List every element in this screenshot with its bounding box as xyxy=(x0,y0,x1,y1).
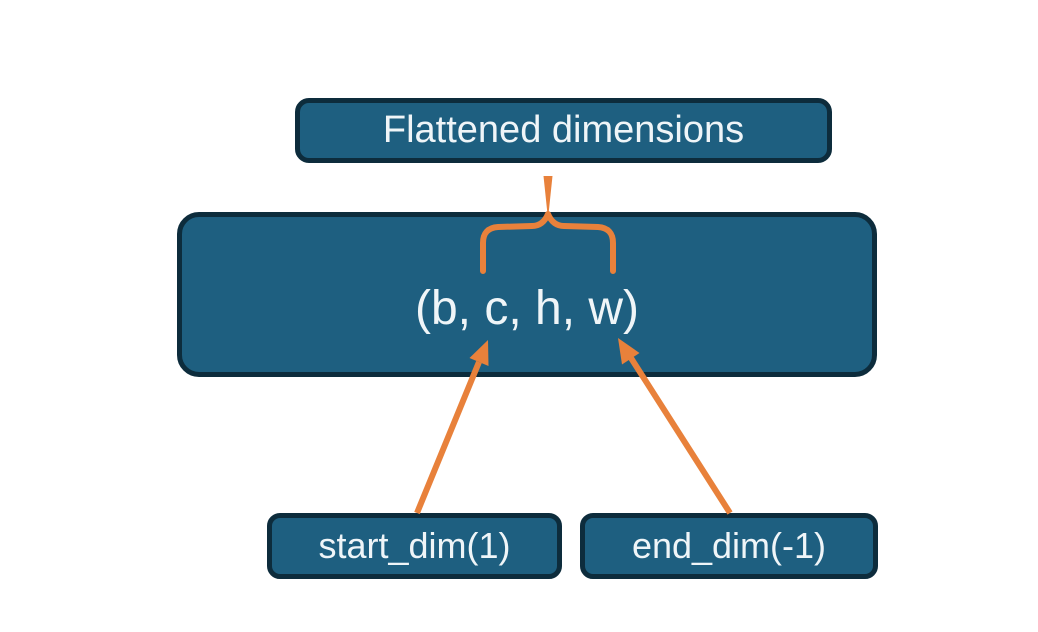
node-tensor-shape: (b, c, h, w) xyxy=(177,212,877,377)
node-start-dim: start_dim(1) xyxy=(267,513,562,579)
flattened-dimensions-label: Flattened dimensions xyxy=(382,109,745,151)
node-end-dim: end_dim(-1) xyxy=(580,513,878,579)
tensor-shape-label: (b, c, h, w) xyxy=(414,282,640,335)
node-flattened-dimensions: Flattened dimensions xyxy=(295,98,832,163)
end-dim-label: end_dim(-1) xyxy=(631,525,827,566)
start-dim-label: start_dim(1) xyxy=(318,525,511,566)
